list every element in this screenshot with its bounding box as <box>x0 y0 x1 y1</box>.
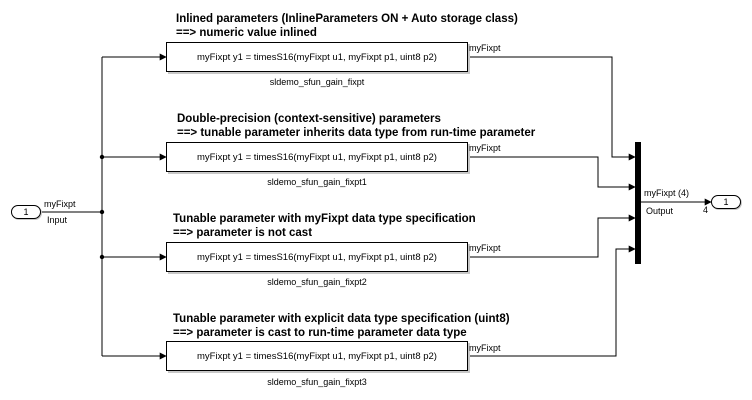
signal-label-1: myFixpt <box>469 43 501 53</box>
outport-block[interactable]: 1 <box>711 195 741 209</box>
mux-block[interactable] <box>635 142 641 264</box>
sfunction-block-3[interactable]: myFixpt y1 = timesS16(myFixpt u1, myFixp… <box>166 242 468 272</box>
output-line-2 <box>468 156 636 191</box>
input-signal-label: myFixpt <box>44 199 76 209</box>
sfunction-block-4[interactable]: myFixpt y1 = timesS16(myFixpt u1, myFixp… <box>166 341 468 371</box>
block-name-4: sldemo_sfun_gain_fixpt3 <box>267 377 367 387</box>
signal-label-4: myFixpt <box>469 343 501 353</box>
block-name-1: sldemo_sfun_gain_fixpt <box>269 77 365 87</box>
outport-name: Output <box>646 206 674 216</box>
annotation-4: Tunable parameter with explicit data typ… <box>173 313 510 339</box>
block-name-2: sldemo_sfun_gain_fixpt1 <box>267 177 367 187</box>
annotation-1: Inlined parameters (InlineParameters ON … <box>176 13 518 39</box>
output-line-4 <box>468 245 636 357</box>
annotation-3: Tunable parameter with myFixpt data type… <box>173 213 476 239</box>
inport-block[interactable]: 1 <box>11 205 41 219</box>
output-signal-label: myFixpt (4) <box>644 188 689 198</box>
inport-name: Input <box>47 215 68 225</box>
branch-point <box>99 254 105 260</box>
annotation-2: Double-precision (context-sensitive) par… <box>177 113 536 139</box>
branch-point <box>99 209 105 215</box>
signal-width-label: 4 <box>703 205 709 215</box>
signal-label-2: myFixpt <box>469 143 501 153</box>
block-name-3: sldemo_sfun_gain_fixpt2 <box>267 277 367 287</box>
sfunction-block-1[interactable]: myFixpt y1 = timesS16(myFixpt u1, myFixp… <box>166 42 468 72</box>
output-line-3 <box>468 214 636 258</box>
signal-label-3: myFixpt <box>469 243 501 253</box>
sfunction-block-2[interactable]: myFixpt y1 = timesS16(myFixpt u1, myFixp… <box>166 142 468 172</box>
branch-point <box>99 154 105 160</box>
output-line-1 <box>468 56 636 161</box>
